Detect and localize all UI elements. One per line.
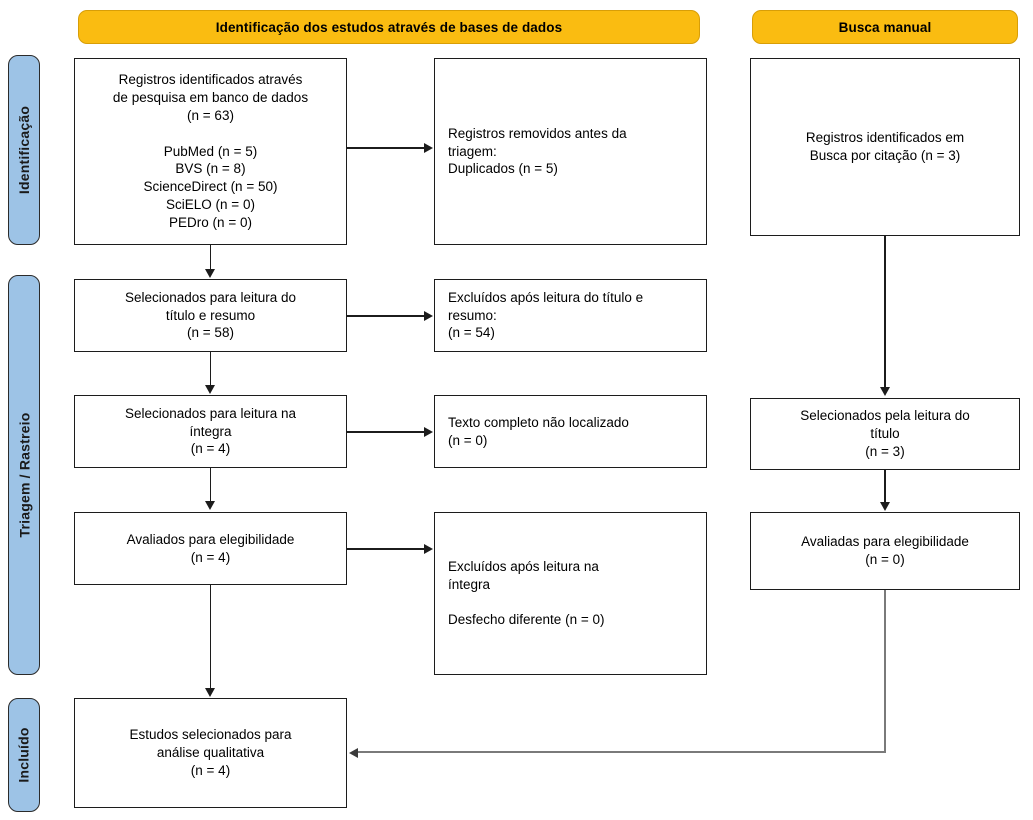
connector-identified-to-screened xyxy=(209,245,212,270)
connector-manual-to-included-vertical xyxy=(883,590,886,753)
box-selected-by-title-text: Selecionados pela leitura do título (n =… xyxy=(800,408,970,459)
connector-screened-to-excluded-title xyxy=(347,315,425,317)
box-records-identified-citation-text: Registros identificados em Busca por cit… xyxy=(805,130,965,163)
banner-manual-search: Busca manual xyxy=(752,10,1018,44)
box-selected-by-title: Selecionados pela leitura do título (n =… xyxy=(750,398,1020,470)
box-excluded-full-text-text: Excluídos após leitura na íntegra Desfec… xyxy=(448,558,605,628)
arrowhead-screened-to-fulltext xyxy=(205,385,215,394)
arrowhead-manual-to-included xyxy=(349,747,358,758)
connector-fulltext-to-assessed xyxy=(209,468,212,502)
arrowhead-screened-to-excluded-title xyxy=(424,310,433,321)
connector-assessed-to-included xyxy=(209,585,212,689)
arrowhead-identified-to-removed xyxy=(424,142,433,153)
connector-assessed-to-excluded-fulltext xyxy=(347,548,425,550)
box-records-removed: Registros removidos antes da triagem: Du… xyxy=(434,58,707,245)
arrowhead-citation-to-selected-title xyxy=(879,387,890,396)
banner-databases-label: Identificação dos estudos através de bas… xyxy=(215,19,563,35)
box-screened-title-abstract: Selecionados para leitura do título e re… xyxy=(74,279,347,352)
arrowhead-assessed-to-excluded-fulltext xyxy=(424,543,433,554)
connector-citation-to-selected-title xyxy=(884,236,886,388)
connector-fulltext-to-notretrieved xyxy=(347,431,425,433)
phase-tab-incluido-label: Incluído xyxy=(16,727,33,783)
connector-identified-to-removed xyxy=(347,147,425,149)
arrowhead-selected-title-to-assessed-manual xyxy=(879,502,890,511)
box-screened-full-text-text: Selecionados para leitura na íntegra (n … xyxy=(124,405,297,457)
box-screened-title-abstract-text: Selecionados para leitura do título e re… xyxy=(124,289,297,341)
connector-screened-to-fulltext xyxy=(209,352,212,386)
arrowhead-assessed-to-included xyxy=(205,688,215,697)
banner-manual-search-label: Busca manual xyxy=(838,19,932,35)
box-records-identified-citation: Registros identificados em Busca por cit… xyxy=(750,58,1020,236)
box-records-identified-db-text: Registros identificados através de pesqu… xyxy=(112,71,309,231)
box-excluded-title-abstract: Excluídos após leitura do título e resum… xyxy=(434,279,707,352)
phase-tab-triagem-label: Triagem / Rastreio xyxy=(16,412,33,538)
phase-tab-identificacao-label: Identificação xyxy=(16,105,32,195)
phase-tab-triagem: Triagem / Rastreio xyxy=(8,275,40,675)
box-full-text-not-retrieved-text: Texto completo não localizado (n = 0) xyxy=(448,414,629,448)
connector-selected-title-to-assessed-manual xyxy=(884,470,886,503)
arrowhead-fulltext-to-assessed xyxy=(205,501,215,510)
box-records-removed-text: Registros removidos antes da triagem: Du… xyxy=(448,125,627,177)
box-assessed-eligibility-db-text: Avaliados para elegibilidade (n = 4) xyxy=(126,531,295,565)
box-assessed-eligibility-db: Avaliados para elegibilidade (n = 4) xyxy=(74,512,347,585)
phase-tab-incluido: Incluído xyxy=(8,698,40,812)
box-full-text-not-retrieved: Texto completo não localizado (n = 0) xyxy=(434,395,707,468)
arrowhead-identified-to-screened xyxy=(205,269,215,278)
box-studies-included-text: Estudos selecionados para análise qualit… xyxy=(129,727,292,778)
box-records-identified-db: Registros identificados através de pesqu… xyxy=(74,58,347,245)
box-assessed-eligibility-manual-text: Avaliadas para elegibilidade (n = 0) xyxy=(801,534,969,567)
connector-manual-to-included-horizontal xyxy=(358,751,885,754)
phase-tab-identificacao: Identificação xyxy=(8,55,40,245)
box-assessed-eligibility-manual: Avaliadas para elegibilidade (n = 0) xyxy=(750,512,1020,590)
box-excluded-full-text: Excluídos após leitura na íntegra Desfec… xyxy=(434,512,707,675)
arrowhead-fulltext-to-notretrieved xyxy=(424,426,433,437)
box-excluded-title-abstract-text: Excluídos após leitura do título e resum… xyxy=(448,289,644,341)
banner-databases: Identificação dos estudos através de bas… xyxy=(78,10,700,44)
box-studies-included: Estudos selecionados para análise qualit… xyxy=(74,698,347,808)
box-screened-full-text: Selecionados para leitura na íntegra (n … xyxy=(74,395,347,468)
